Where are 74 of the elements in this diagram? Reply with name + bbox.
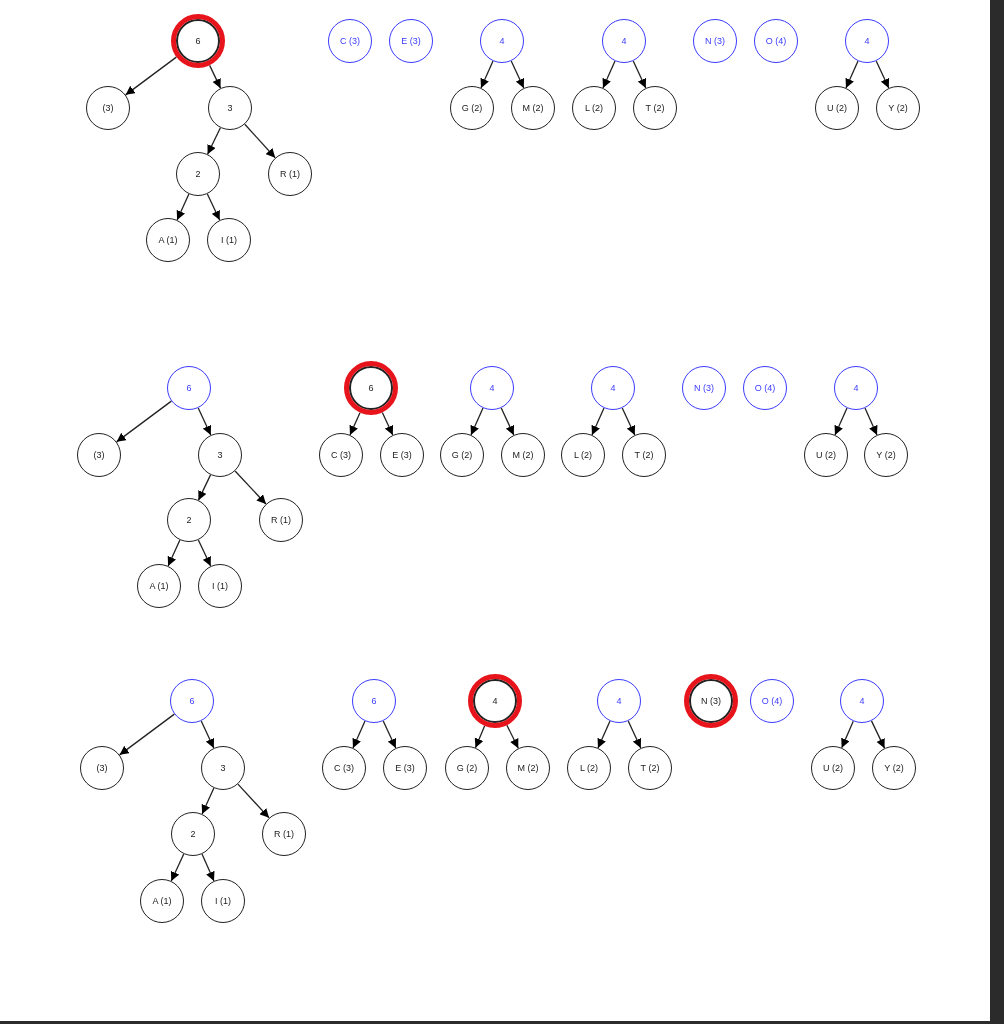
node-label: Y (2) <box>884 763 904 773</box>
node-label: 4 <box>610 383 616 393</box>
node-label: (3) <box>93 450 105 460</box>
node-label: 4 <box>492 696 498 706</box>
node-label: (3) <box>96 763 108 773</box>
node-label: 4 <box>616 696 622 706</box>
node-label: I (1) <box>215 896 231 906</box>
node-label: M (2) <box>517 763 539 773</box>
node-label: C (3) <box>334 763 354 773</box>
node-label: A (1) <box>149 581 169 591</box>
node-label: M (2) <box>522 103 544 113</box>
node-label: G (2) <box>461 103 483 113</box>
node-label: R (1) <box>280 169 300 179</box>
arrow <box>506 724 519 749</box>
node-label: O (4) <box>761 696 783 706</box>
arrow <box>197 474 212 501</box>
node-label: 2 <box>186 515 192 525</box>
node-label: U (2) <box>816 450 836 460</box>
node-label: R (1) <box>271 515 291 525</box>
node-label: C (3) <box>331 450 351 460</box>
node-label: 4 <box>489 383 495 393</box>
node-label: R (1) <box>274 829 294 839</box>
node-label: A (1) <box>152 896 172 906</box>
arrow <box>244 123 276 159</box>
node-label: C (3) <box>340 36 360 46</box>
node-label: Y (2) <box>876 450 896 460</box>
node-label: 6 <box>186 383 192 393</box>
node-label: E (3) <box>395 763 415 773</box>
node-label: 4 <box>621 36 627 46</box>
arrow <box>209 64 222 89</box>
node-label: 6 <box>371 696 377 706</box>
node-label: L (2) <box>573 450 593 460</box>
node-label: Y (2) <box>888 103 908 113</box>
node-label: I (1) <box>212 581 228 591</box>
node-label: A (1) <box>158 235 178 245</box>
node-label: 3 <box>227 103 233 113</box>
node-label: E (3) <box>392 450 412 460</box>
node-label: (3) <box>102 103 114 113</box>
node-label: I (1) <box>221 235 237 245</box>
node-label: 6 <box>189 696 195 706</box>
arrow <box>116 400 172 443</box>
node-label: N (3) <box>701 696 721 706</box>
node-label: 2 <box>195 169 201 179</box>
node-label: 4 <box>499 36 505 46</box>
node-label: N (3) <box>694 383 714 393</box>
node-label: L (2) <box>579 763 599 773</box>
node-label: 3 <box>217 450 223 460</box>
node-label: 4 <box>859 696 865 706</box>
arrow <box>234 470 267 505</box>
arrow <box>119 713 175 756</box>
node-label: E (3) <box>401 36 421 46</box>
node-label: L (2) <box>584 103 604 113</box>
node-label: 3 <box>220 763 226 773</box>
node-label: U (2) <box>823 763 843 773</box>
node-label: 2 <box>190 829 196 839</box>
arrow <box>206 127 222 155</box>
node-label: O (4) <box>765 36 787 46</box>
node-label: T (2) <box>640 763 660 773</box>
node-label: N (3) <box>705 36 725 46</box>
node-label: 6 <box>368 383 374 393</box>
node-label: T (2) <box>645 103 665 113</box>
node-label: O (4) <box>754 383 776 393</box>
arrow <box>237 783 270 819</box>
node-label: U (2) <box>827 103 847 113</box>
node-label: G (2) <box>456 763 478 773</box>
node-label: G (2) <box>451 450 473 460</box>
node-label: 4 <box>864 36 870 46</box>
node-label: 4 <box>853 383 859 393</box>
arrow <box>870 720 886 749</box>
node-label: 6 <box>195 36 201 46</box>
node-label: T (2) <box>634 450 654 460</box>
arrow <box>349 412 361 436</box>
arrow <box>125 56 177 96</box>
node-label: M (2) <box>512 450 534 460</box>
